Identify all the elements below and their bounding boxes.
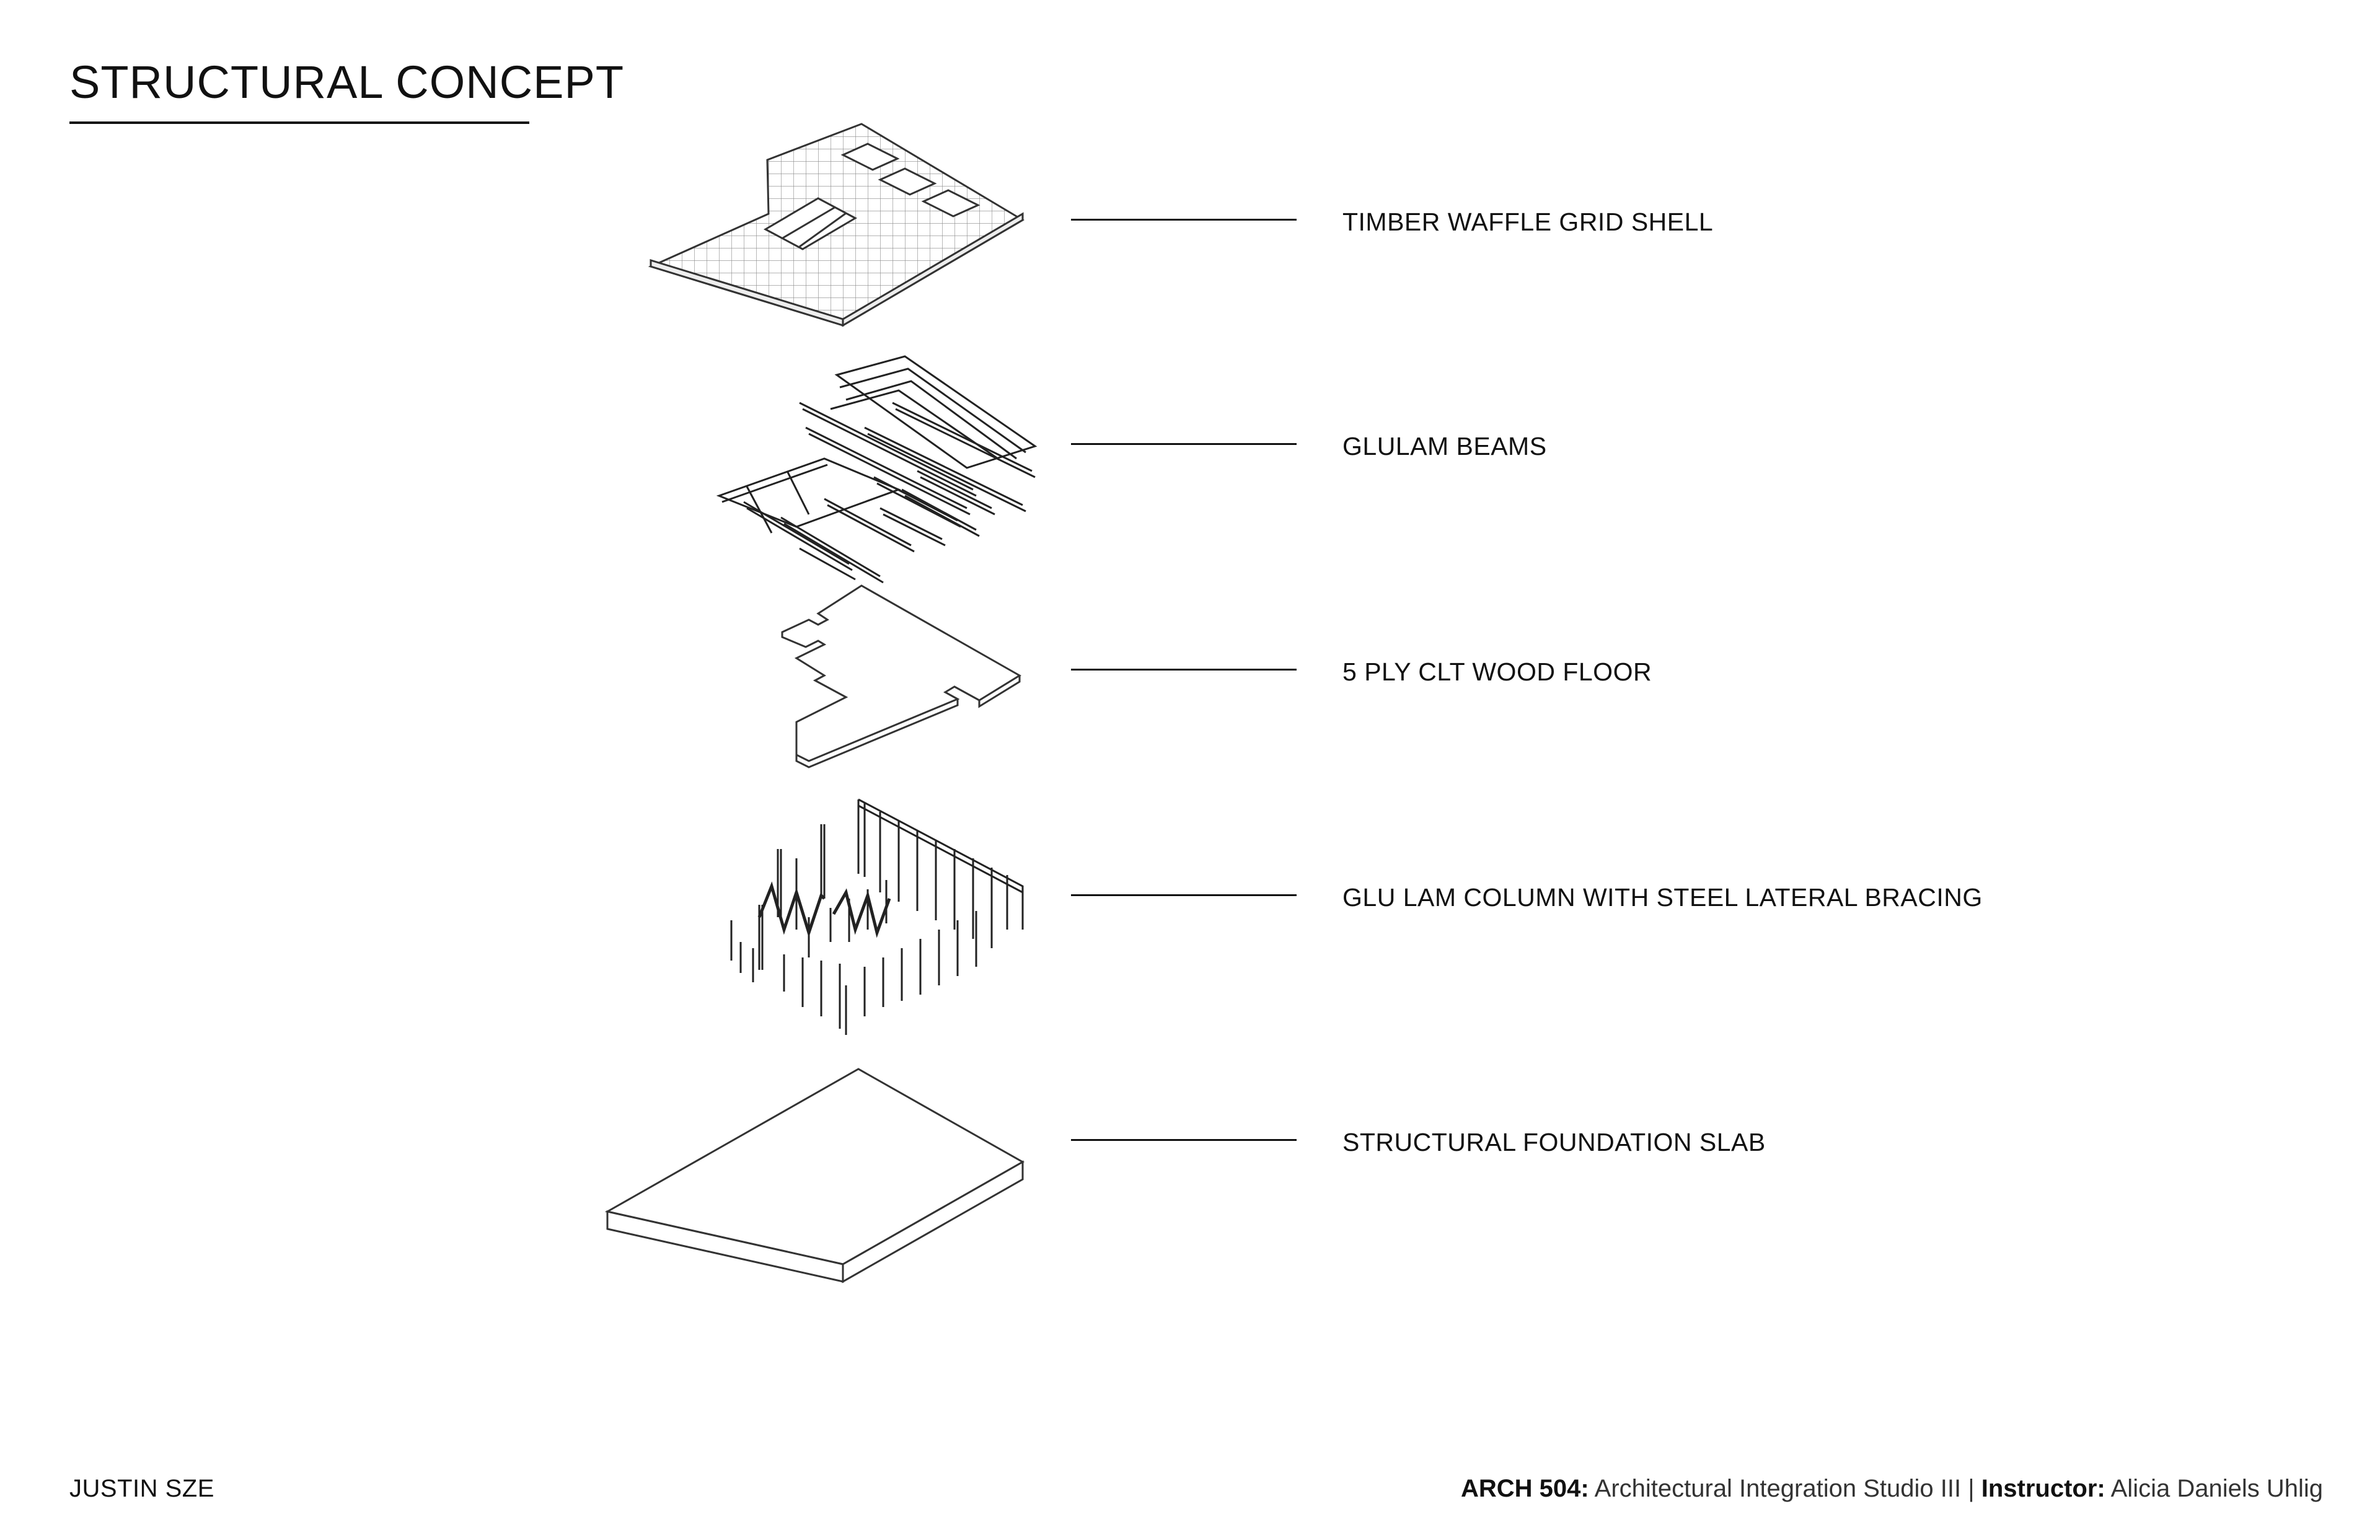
skylight [921,189,981,218]
beam-array [799,402,1036,516]
author-name: JUSTIN SZE [69,1475,214,1502]
beam-frame [830,389,998,460]
layer-label: GLULAM BEAMS [1342,432,1547,460]
layer-label: GLU LAM COLUMN WITH STEEL LATERAL BRACIN… [1342,883,1983,912]
layer-label: STRUCTURAL FOUNDATION SLAB [1342,1128,1766,1156]
course-code: ARCH 504: [1461,1475,1589,1502]
steel-lateral-bracing [757,881,826,938]
skylight [763,197,858,250]
beam-array [743,470,995,584]
steel-lateral-bracing [832,888,891,938]
clt-floor-layer [781,584,1021,768]
foundation-slab-layer [604,1068,1025,1283]
instructor-name: Alicia Daniels Uhlig [2110,1475,2323,1502]
separator: | [1968,1475,1975,1502]
layer-label: 5 PLY CLT WOOD FLOOR [1342,658,1652,686]
course-credit: ARCH 504: Architectural Integration Stud… [1461,1475,2323,1503]
layer-label: TIMBER WAFFLE GRID SHELL [1342,208,1714,236]
column-array [730,812,1008,1035]
columns-bracing-layer [730,798,1024,1035]
leader-line [1071,1139,1297,1141]
waffle-grid-shell-layer [648,123,1025,327]
page-title: STRUCTURAL CONCEPT [69,56,625,108]
leader-line [1071,669,1297,671]
beam-frame [834,355,1038,469]
leader-line [1071,443,1297,445]
skylight [840,143,900,171]
title-underline [69,121,529,124]
course-name: Architectural Integration Studio III [1594,1475,1962,1502]
instructor-label: Instructor: [1981,1475,2105,1502]
leader-line [1071,894,1297,896]
beam-frame [839,367,1026,460]
skylight [878,167,937,196]
clt-floor-plate [781,584,1021,762]
glulam-beams-layer [716,355,1038,584]
column-frame [857,798,1024,930]
leader-line [1071,219,1297,221]
